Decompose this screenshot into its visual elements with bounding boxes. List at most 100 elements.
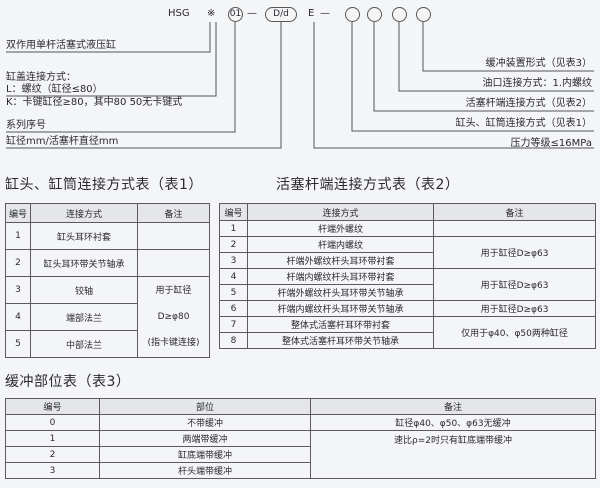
table2-title: 活塞杆端连接方式表（表2） <box>276 177 460 193</box>
table2-method: 杆端外螺纹 <box>247 220 434 237</box>
table1-header-method: 连接方式 <box>30 203 138 223</box>
option-circle-4 <box>416 7 431 22</box>
note-port: 油口连接方式：1.内螺纹 <box>482 78 592 89</box>
table1-no: 5 <box>5 330 31 358</box>
table-row: 4 杆端内螺纹杆头耳环带衬套 用于缸径D≥φ63 <box>219 268 596 301</box>
table-row: 4 端部法兰 <box>5 303 210 331</box>
table1: 编号 连接方式 备注 1 缸头耳环衬套 2 缸头耳环带关节轴承 3 铰轴 用于缸… <box>5 203 210 358</box>
option-circle-2 <box>367 7 382 22</box>
table2-method: 杆端内螺纹杆头耳环带衬套 <box>247 268 434 285</box>
table2-method: 杆端外螺纹杆头耳环带衬套 <box>247 252 434 269</box>
table1-method: 缸头耳环衬套 <box>30 222 138 250</box>
table3-note: 速比ρ=2时只有缸底端带缓冲 <box>310 430 596 479</box>
pressure-letter: E <box>308 8 315 19</box>
dash-1: — <box>247 8 257 19</box>
table1-no: 1 <box>5 222 31 250</box>
table2-method: 杆端内螺纹 <box>247 236 434 253</box>
table1-no: 4 <box>5 303 31 331</box>
table3-no: 3 <box>5 462 100 479</box>
model-prefix: HSG <box>168 8 190 19</box>
table2-method: 整体式活塞杆耳环带衬套 <box>247 316 434 333</box>
leader-type <box>6 22 211 53</box>
table-row: 6 杆端内螺纹杆头耳环带关节轴承 用于缸径D≥φ63 <box>219 300 596 317</box>
table3-position: 不带缓冲 <box>99 414 311 431</box>
table2-method: 整体式活塞杆耳环带关节轴承 <box>247 332 434 349</box>
table2-note: 用于缸径D≥φ63 <box>433 300 596 317</box>
table3-no: 2 <box>5 446 100 463</box>
table3-header-no: 编号 <box>5 398 100 415</box>
table-row: 0 不带缓冲 缸径φ40、φ50、φ63无缓冲 <box>5 414 596 431</box>
table2-no: 5 <box>219 284 248 301</box>
table-row: 1 缸头耳环衬套 <box>5 222 210 250</box>
table3-title: 缓冲部位表（表3） <box>5 374 131 390</box>
table1-note-line: D≥φ80 <box>157 312 190 322</box>
table-row: 7 整体式活塞杆耳环带衬套 仅用于φ40、φ50两种缸径 <box>219 316 596 349</box>
table2-note: 用于缸径D≥φ63 <box>433 268 596 301</box>
table-row: 3 铰轴 用于缸径 D≥φ80 (指卡键连接) <box>5 276 210 358</box>
table-row: 1 两端带缓冲 速比ρ=2时只有缸底端带缓冲 <box>5 430 596 479</box>
note-double-acting: 双作用单杆活塞式液压缸 <box>6 40 116 51</box>
note-head-barrel: 缸头、缸筒连接方式（见表1） <box>455 118 592 129</box>
table-row: 8 整体式活塞杆耳环带关节轴承 <box>219 332 596 349</box>
table1-note-merged: 用于缸径 D≥φ80 (指卡键连接) <box>137 276 210 358</box>
table2-note: 用于缸径D≥φ63 <box>433 236 596 269</box>
star-mark: ※ <box>207 8 216 19</box>
table2-no: 7 <box>219 316 248 333</box>
table1-method: 缸头耳环带关节轴承 <box>30 249 138 277</box>
table1-method: 中部法兰 <box>30 330 138 358</box>
note-pressure: 压力等级≤16MPa <box>510 138 592 149</box>
table2-note: 仅用于φ40、φ50两种缸径 <box>433 316 596 349</box>
table2-no: 4 <box>219 268 248 285</box>
note-cushion: 缓冲装置形式（见表3） <box>485 58 592 69</box>
table1-note-empty <box>137 249 210 277</box>
table2-header-no: 编号 <box>219 203 248 221</box>
table1-title: 缸头、缸筒连接方式表（表1） <box>5 177 203 193</box>
table2-no: 2 <box>219 236 248 253</box>
note-cap-k: K：卡键缸径≥80，其中80 50无卡键式 <box>6 97 183 108</box>
table3-no: 0 <box>5 414 100 431</box>
bore-rod-pill: D/d <box>265 7 297 22</box>
table1-header-note: 备注 <box>137 203 210 223</box>
option-circle-3 <box>392 7 407 22</box>
table1-note-empty <box>137 222 210 250</box>
option-circle-1 <box>345 7 360 22</box>
table3-position: 杆头端带缓冲 <box>99 462 311 479</box>
table2: 编号 连接方式 备注 1 杆端外螺纹 2 杆端内螺纹 用于缸径D≥φ63 3 杆… <box>219 203 596 349</box>
leader-lines <box>6 22 594 149</box>
table-row: 1 杆端外螺纹 <box>219 220 596 237</box>
table3-no: 1 <box>5 430 100 447</box>
table1-method: 端部法兰 <box>30 303 138 331</box>
table2-no: 1 <box>219 220 248 237</box>
dash-2: — <box>320 8 330 19</box>
table3-note: 缸径φ40、φ50、φ63无缓冲 <box>310 414 596 431</box>
table2-header-method: 连接方式 <box>247 203 434 221</box>
note-bore-rod: 缸径mm/活塞杆直径mm <box>6 136 119 147</box>
table2-no: 6 <box>219 300 248 317</box>
table2-no: 8 <box>219 332 248 349</box>
table2-method: 杆端外螺纹杆头耳环带关节轴承 <box>247 284 434 301</box>
note-cap-l: L：螺纹（缸径≤80） <box>6 84 103 95</box>
note-rod-end: 活塞杆端连接方式（见表2） <box>465 98 592 109</box>
table1-method: 铰轴 <box>30 276 138 304</box>
note-cap-connection: 缸盖连接方式： <box>6 72 76 83</box>
table1-note-line: 用于缸径 <box>155 286 192 296</box>
note-series: 系列序号 <box>6 120 46 131</box>
table-row: 5 中部法兰 <box>5 330 210 358</box>
table3-position: 两端带缓冲 <box>99 430 311 447</box>
table2-method: 杆端内螺纹杆头耳环带关节轴承 <box>247 300 434 317</box>
series-circle: 01 <box>228 7 243 22</box>
table2-note-empty <box>433 220 596 237</box>
table1-header-no: 编号 <box>5 203 31 223</box>
table-row: 3 杆头端带缓冲 <box>5 462 596 479</box>
table2-header-note: 备注 <box>433 203 596 221</box>
table1-no: 3 <box>5 276 31 304</box>
table2-no: 3 <box>219 252 248 269</box>
table3-header-position: 部位 <box>99 398 311 415</box>
table3: 编号 部位 备注 0 不带缓冲 缸径φ40、φ50、φ63无缓冲 1 两端带缓冲… <box>5 398 596 479</box>
table-row: 2 缸头耳环带关节轴承 <box>5 249 210 277</box>
table1-no: 2 <box>5 249 31 277</box>
table3-header-note: 备注 <box>310 398 596 415</box>
table3-position: 缸底端带缓冲 <box>99 446 311 463</box>
table1-note-line: (指卡键连接) <box>147 338 200 348</box>
table-row: 2 缸底端带缓冲 <box>5 446 596 463</box>
